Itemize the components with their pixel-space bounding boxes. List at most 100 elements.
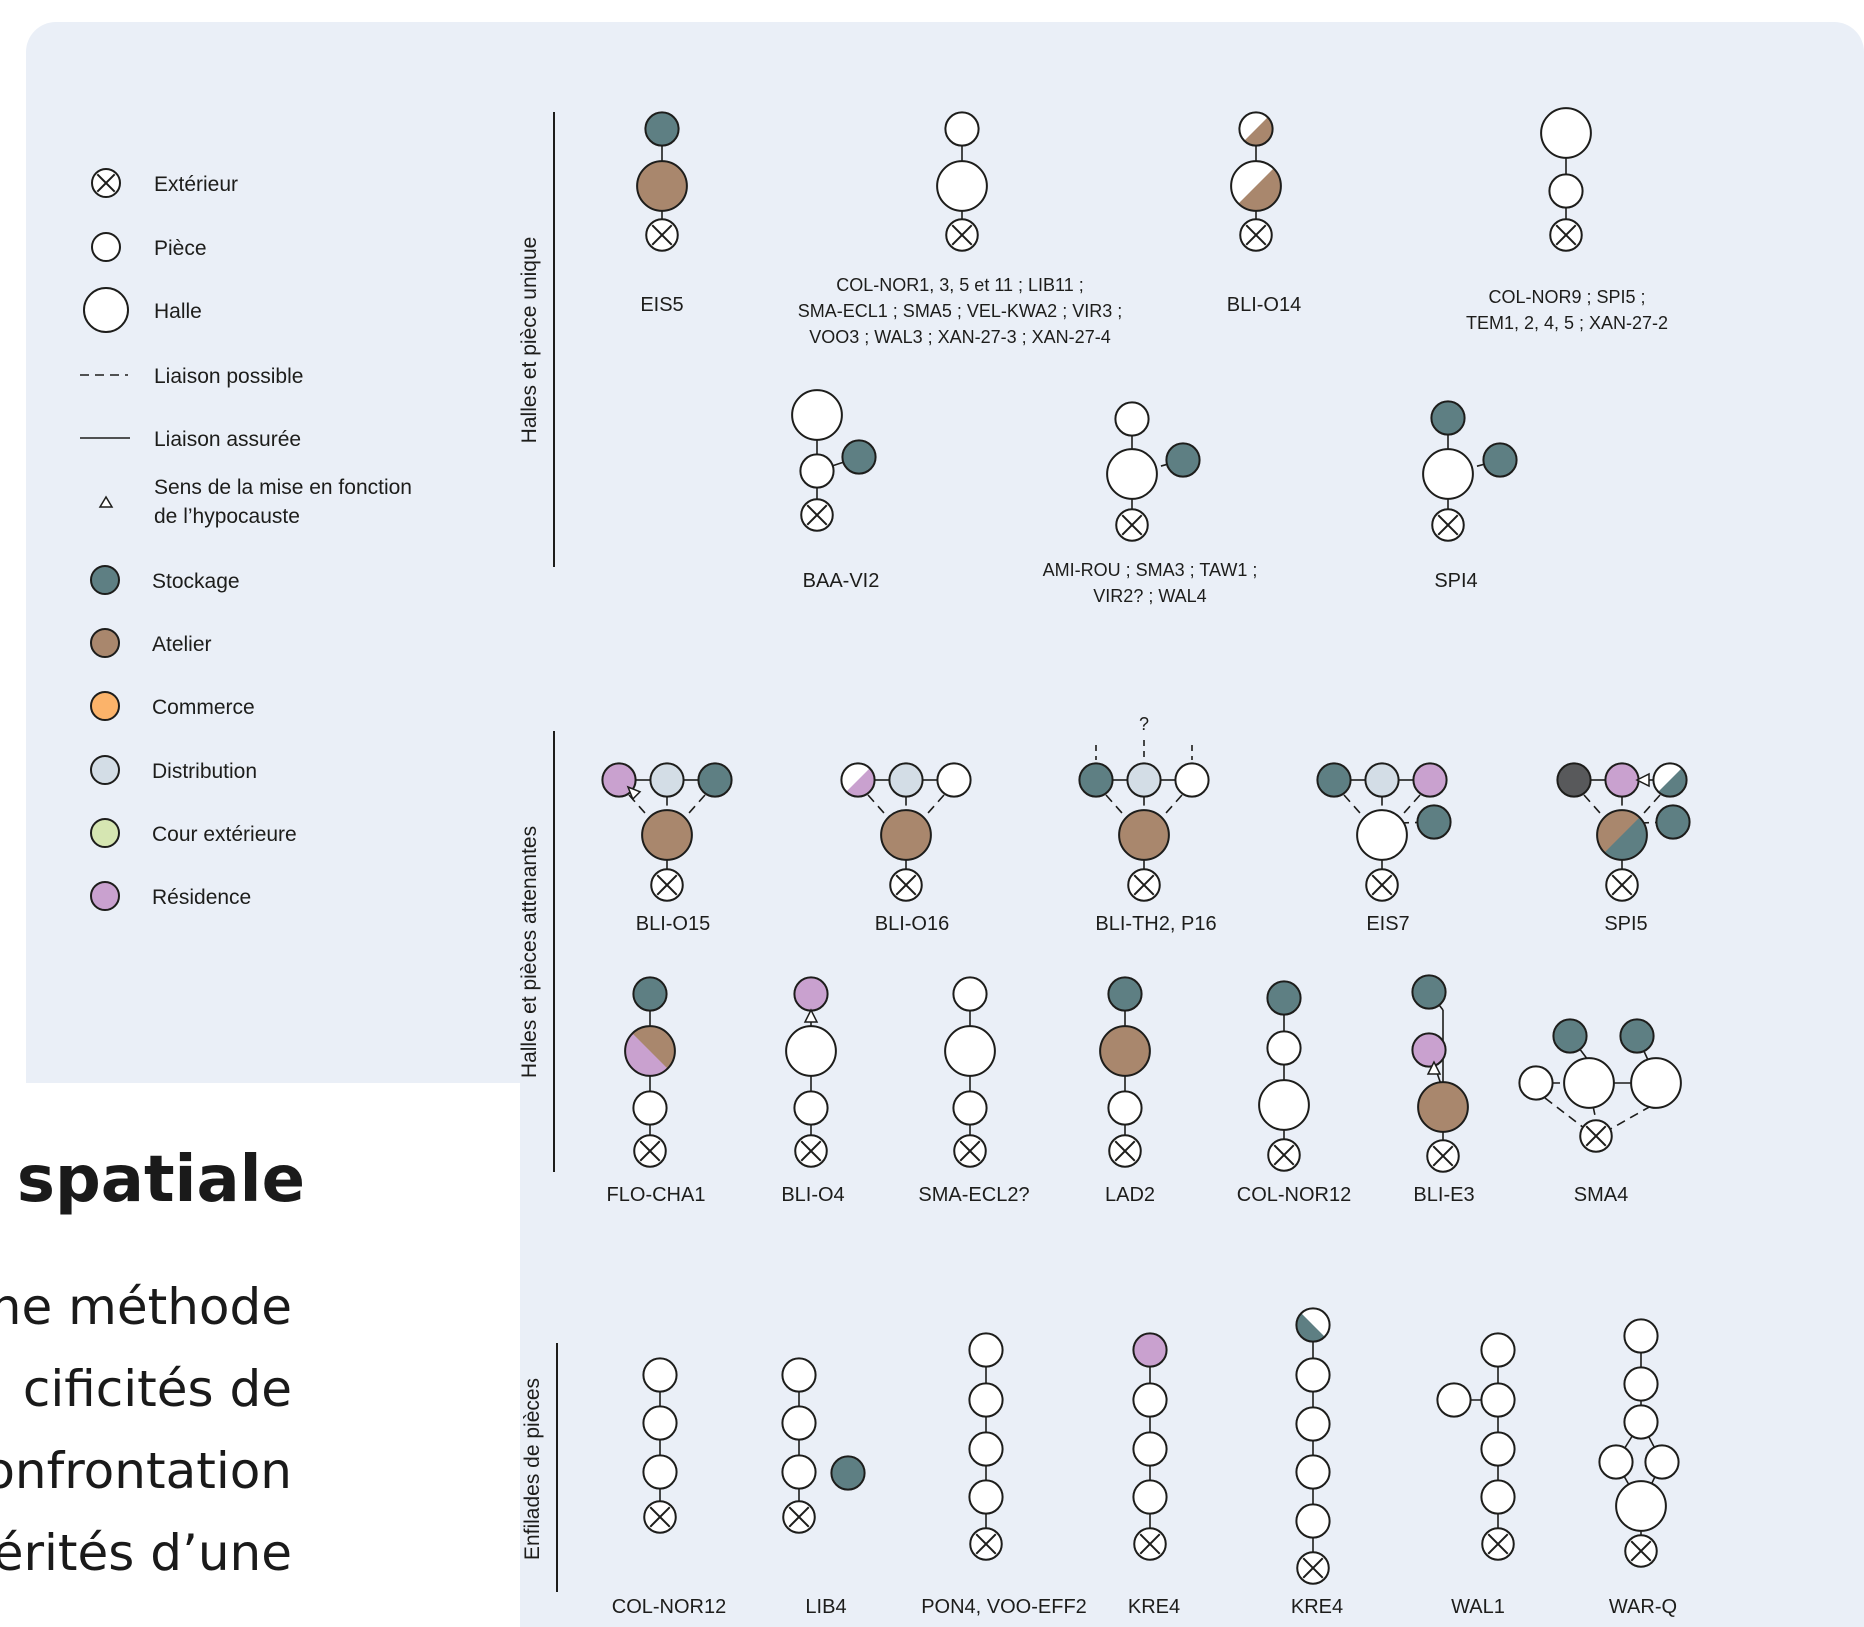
room-symbol: [91, 232, 121, 262]
empty-node: [936, 160, 988, 212]
stockage-node: [1430, 400, 1466, 436]
stockage-node: [697, 762, 733, 798]
distribution-swatch: [90, 755, 120, 785]
site-label: EIS5: [640, 294, 683, 316]
legend-stockage: Stockage: [152, 570, 240, 593]
empty-node: [944, 111, 980, 147]
site-label: BLI-TH2, P16: [1095, 913, 1216, 935]
exterior-node: [633, 1134, 667, 1168]
exterior-node: [1108, 1134, 1142, 1168]
hypocaust-arrow: [626, 785, 642, 801]
distribution-node: [1126, 762, 1162, 798]
background-article-text: xe spatiale ne méthode cificités de onfr…: [0, 1083, 340, 1627]
empty-node: [968, 1382, 1004, 1418]
article-line-3: onfrontation: [0, 1442, 292, 1500]
empty-node: [968, 1431, 1004, 1467]
empty-node: [791, 389, 843, 441]
legend-halle: Halle: [154, 300, 202, 323]
empty-node: [1630, 1057, 1682, 1109]
exterior-node: [953, 1134, 987, 1168]
stockage-node: [1482, 442, 1518, 478]
site-label: SPI5: [1604, 913, 1647, 935]
hypocaust-arrow: [803, 1008, 819, 1023]
empty-node: [1480, 1382, 1516, 1418]
exterior-node: [782, 1500, 816, 1534]
empty-node: [781, 1405, 817, 1441]
empty-node: [1356, 809, 1408, 861]
atelier-hall: [880, 809, 932, 861]
stockage-node: [1078, 762, 1114, 798]
legend-residence: Résidence: [152, 886, 251, 909]
arrow-symbol: [98, 495, 114, 508]
empty-node: [1540, 107, 1592, 159]
empty-node: [1132, 1479, 1168, 1515]
distribution-node: [649, 762, 685, 798]
site-label: COL-NOR12: [1237, 1184, 1351, 1206]
exterior-node: [1239, 218, 1273, 252]
page-overlay: [0, 1083, 520, 1627]
empty-node: [1422, 448, 1474, 500]
legend-commerce: Commerce: [152, 696, 255, 719]
stockage-node: [841, 439, 877, 475]
stockage-node: [1552, 1018, 1588, 1054]
site-label: WAL1: [1451, 1596, 1505, 1618]
empty-node: [642, 1357, 678, 1393]
empty-node: [936, 762, 972, 798]
hypocaust-arrow: [1635, 772, 1650, 788]
empty-node: [785, 1025, 837, 1077]
legend-liaison-possible: Liaison possible: [154, 365, 303, 388]
atelier-hall: [1118, 809, 1170, 861]
empty-node: [1548, 173, 1584, 209]
site-label: BLI-E3: [1413, 1184, 1474, 1206]
empty-node: [1563, 1057, 1615, 1109]
exterior-node: [1481, 1527, 1515, 1561]
empty-node: [1436, 1382, 1472, 1418]
stockage-node: [830, 1455, 866, 1491]
possible-link: [867, 794, 885, 814]
empty-node: [1480, 1479, 1516, 1515]
exterior-node: [1267, 1138, 1301, 1172]
mixed-node: [840, 762, 876, 798]
empty-node: [1132, 1431, 1168, 1467]
article-line-2: cificités de: [22, 1360, 292, 1418]
exterior-node: [969, 1527, 1003, 1561]
stockage-swatch: [90, 565, 120, 595]
exterior-symbol: [91, 168, 121, 198]
exterior-node: [1431, 508, 1465, 542]
stockage-node: [1416, 804, 1452, 840]
empty-node: [1266, 1030, 1302, 1066]
svg-text:de l’hypocauste: de l’hypocauste: [154, 505, 300, 528]
hypocaust-arrow: [1426, 1060, 1442, 1075]
atelier-swatch: [90, 628, 120, 658]
site-label: SMA-ECL2?: [918, 1184, 1029, 1206]
empty-node: [642, 1454, 678, 1490]
site-label: EIS7: [1366, 913, 1409, 935]
empty-node: [781, 1357, 817, 1393]
question-mark: ?: [1139, 714, 1149, 734]
empty-node: [1623, 1366, 1659, 1402]
exterior-node: [1624, 1534, 1658, 1568]
exterior-node: [1549, 218, 1583, 252]
site-label: VOO3 ; WAL3 ; XAN-27-3 ; XAN-27-4: [809, 327, 1110, 347]
exterior-node: [645, 218, 679, 252]
empty-node: [952, 1090, 988, 1126]
possible-link: [1606, 1105, 1652, 1132]
atelier-hall: [1417, 1081, 1469, 1133]
site-label: VIR2? ; WAL4: [1093, 586, 1206, 606]
exterior-node: [800, 498, 834, 532]
empty-node: [1295, 1406, 1331, 1442]
legend-distribution: Distribution: [152, 760, 257, 783]
site-label: SMA-ECL1 ; SMA5 ; VEL-KWA2 ; VIR3 ;: [798, 301, 1122, 321]
site-label: FLO-CHA1: [607, 1184, 706, 1206]
empty-node: [1598, 1444, 1634, 1480]
exterior-node: [1127, 868, 1161, 902]
residence-swatch: [90, 881, 120, 911]
empty-node: [1644, 1444, 1680, 1480]
site-label: TEM1, 2, 4, 5 ; XAN-27-2: [1466, 313, 1668, 333]
empty-node: [1295, 1503, 1331, 1539]
